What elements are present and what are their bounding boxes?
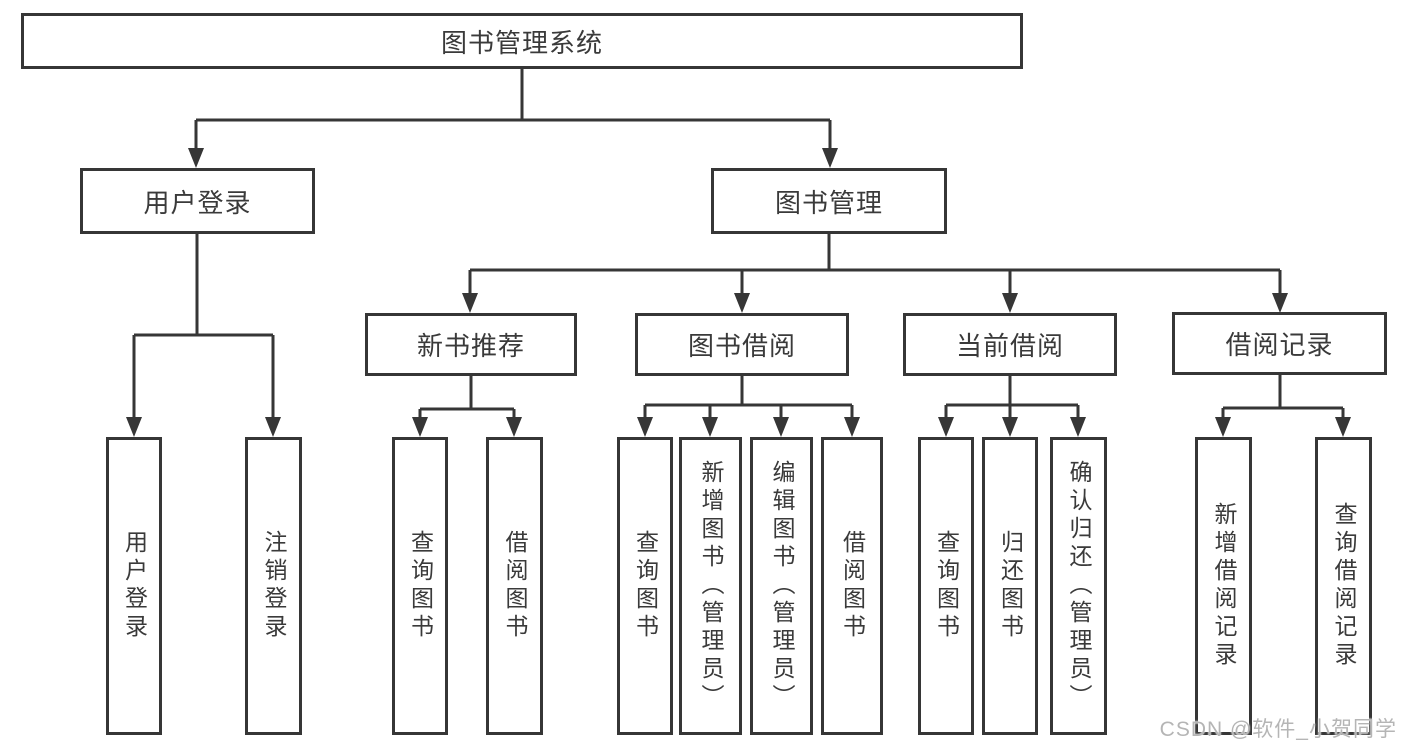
node-borrow-records: 借阅记录	[1172, 312, 1387, 375]
leaf-query-books-current: 查询图书	[918, 437, 974, 735]
node-book-management: 图书管理	[711, 168, 947, 234]
node-label: 编辑图书（管理员）	[769, 460, 795, 712]
node-label: 图书管理系统	[440, 27, 603, 58]
node-label: 注销登录	[261, 530, 287, 642]
leaf-query-books-borrow: 查询图书	[617, 437, 673, 735]
leaf-query-borrow-record: 查询借阅记录	[1315, 437, 1372, 735]
node-label: 确认归还（管理员）	[1066, 460, 1092, 712]
node-label: 借阅图书	[502, 530, 528, 642]
node-label: 新增图书（管理员）	[698, 460, 724, 712]
leaf-add-borrow-record: 新增借阅记录	[1195, 437, 1252, 735]
node-label: 当前借阅	[955, 331, 1064, 361]
node-user-login: 用户登录	[80, 168, 315, 234]
node-label: 查询图书	[407, 530, 434, 642]
leaf-confirm-return-admin: 确认归还（管理员）	[1050, 437, 1107, 735]
node-label: 借阅记录	[1225, 330, 1334, 360]
node-current-borrow: 当前借阅	[903, 313, 1117, 376]
node-label: 查询图书	[933, 530, 960, 642]
leaf-logout-login: 注销登录	[245, 437, 302, 735]
node-label: 图书借阅	[687, 331, 796, 361]
node-label: 归还图书	[997, 530, 1024, 642]
node-label: 新增借阅记录	[1211, 502, 1237, 670]
node-label: 图书管理	[774, 187, 883, 218]
leaf-user-login: 用户登录	[106, 437, 162, 735]
leaf-borrow-books-recommend: 借阅图书	[486, 437, 543, 735]
node-label: 用户登录	[121, 530, 148, 642]
node-label: 查询借阅记录	[1331, 502, 1357, 670]
node-label: 借阅图书	[839, 530, 866, 642]
leaf-query-books-recommend: 查询图书	[392, 437, 448, 735]
node-root: 图书管理系统	[21, 13, 1023, 69]
node-label: 新书推荐	[416, 331, 525, 361]
node-label: 查询图书	[632, 530, 659, 642]
leaf-add-book-admin: 新增图书（管理员）	[679, 437, 742, 735]
leaf-return-books: 归还图书	[982, 437, 1038, 735]
node-new-book-recommend: 新书推荐	[365, 313, 577, 376]
node-book-borrow: 图书借阅	[635, 313, 849, 376]
leaf-borrow-books-borrow: 借阅图书	[821, 437, 883, 735]
leaf-edit-book-admin: 编辑图书（管理员）	[750, 437, 813, 735]
node-label: 用户登录	[143, 187, 252, 218]
